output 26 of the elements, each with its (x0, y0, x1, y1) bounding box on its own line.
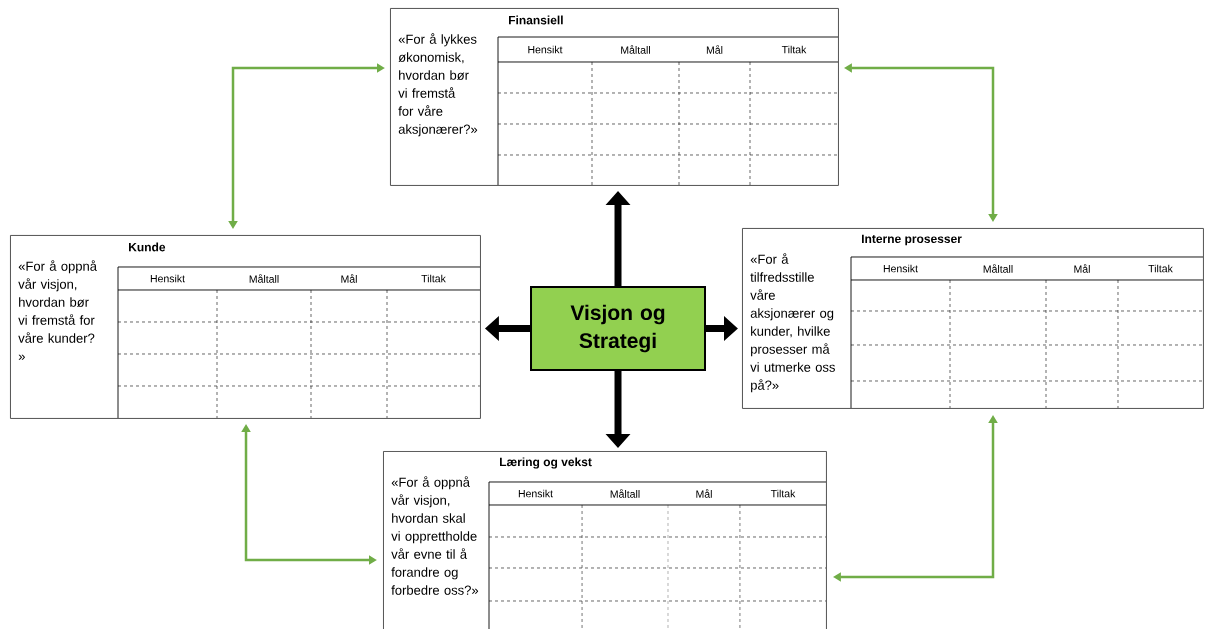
column-header: Mål (706, 45, 723, 54)
column-header: Hensikt (518, 489, 553, 498)
question-text: «For å oppnå vår visjon, hvordan skal vi opprettholde vår evne til å forandre og forbedre oss?» (391, 476, 479, 595)
column-header: Tiltak (770, 489, 796, 498)
box-heading: Finansiell (509, 15, 563, 25)
box-heading: Kunde (129, 242, 166, 252)
column-header: Måltall (610, 489, 640, 498)
column-header: Mål (1074, 264, 1090, 273)
column-header: Hensikt (150, 274, 185, 283)
column-header: Tiltak (421, 274, 446, 283)
column-header: Tiltak (781, 45, 807, 54)
column-header: Tiltak (1148, 264, 1173, 273)
question-text: «For å lykkes økonomisk, hvordan bør vi fremstå for våre aksjonærer?» (398, 33, 478, 137)
question-text: «For å oppnå vår visjon, hvordan bør vi fremstå for våre kunder? » (18, 260, 97, 360)
arrow (833, 415, 998, 582)
column-header: Mål (696, 489, 712, 498)
column-header: Hensikt (528, 45, 563, 54)
column-header: Måltall (983, 264, 1013, 273)
column-header: Måltall (621, 45, 650, 54)
box-heading: Læring og vekst (500, 457, 592, 469)
column-header: Hensikt (883, 264, 918, 273)
column-header: Måltall (249, 274, 279, 283)
box-heading: Interne prosesser (862, 234, 962, 246)
column-header: Mål (341, 274, 357, 283)
process-box: Visjon og Strategi (530, 286, 706, 371)
question-text: «For å tilfredsstille våre aksjonærer og kunder, hvilke prosesser må vi utmerke oss på?» (750, 253, 835, 393)
